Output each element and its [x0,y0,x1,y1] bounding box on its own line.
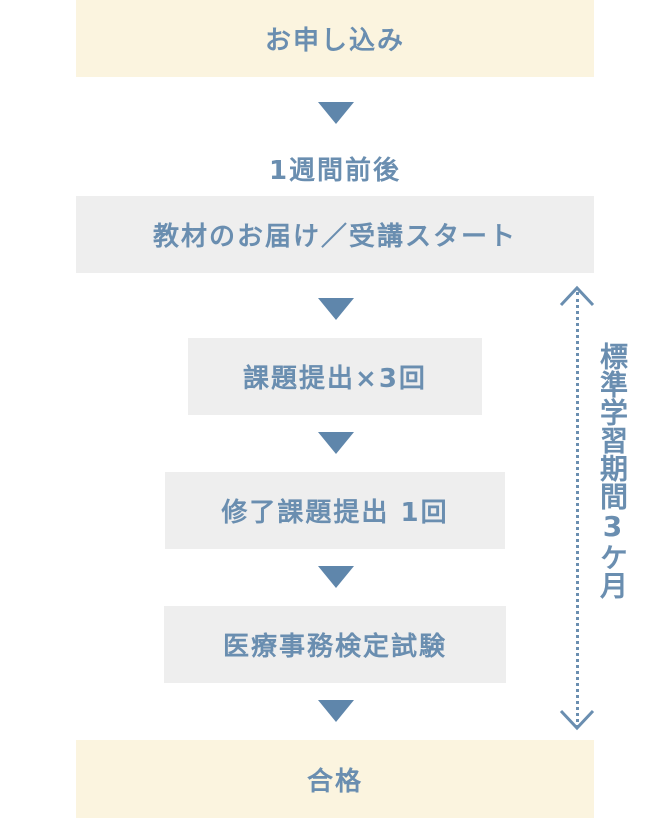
arrow-down-icon [318,700,354,722]
step-final-assignment: 修了課題提出 1回 [165,472,505,549]
step-pass: 合格 [76,740,594,818]
period-dotted-line [576,292,579,728]
study-period-label: 標準学習期間3ケ月 [596,342,629,599]
step-final-assignment-label: 修了課題提出 1回 [221,498,449,528]
chevron-down-icon [559,709,595,731]
arrow-down-icon [318,102,354,124]
arrow-down-icon [318,298,354,320]
step-pass-label: 合格 [306,766,363,797]
step-exam-label: 医療事務検定試験 [222,632,447,662]
arrow-down-icon [318,566,354,588]
step-material-delivery-label: 教材のお届け／受講スタート [152,222,517,252]
step-application-label: お申し込み [264,26,405,56]
step-application: お申し込み [76,0,594,77]
step-assignment: 課題提出×3回 [188,338,482,415]
chevron-up-icon [559,285,595,307]
arrow-down-icon [318,432,354,454]
step-material-delivery: 教材のお届け／受講スタート [76,196,594,273]
step-exam: 医療事務検定試験 [164,606,506,683]
interval-label: 1週間前後 [268,156,402,186]
step-assignment-label: 課題提出×3回 [243,364,427,394]
